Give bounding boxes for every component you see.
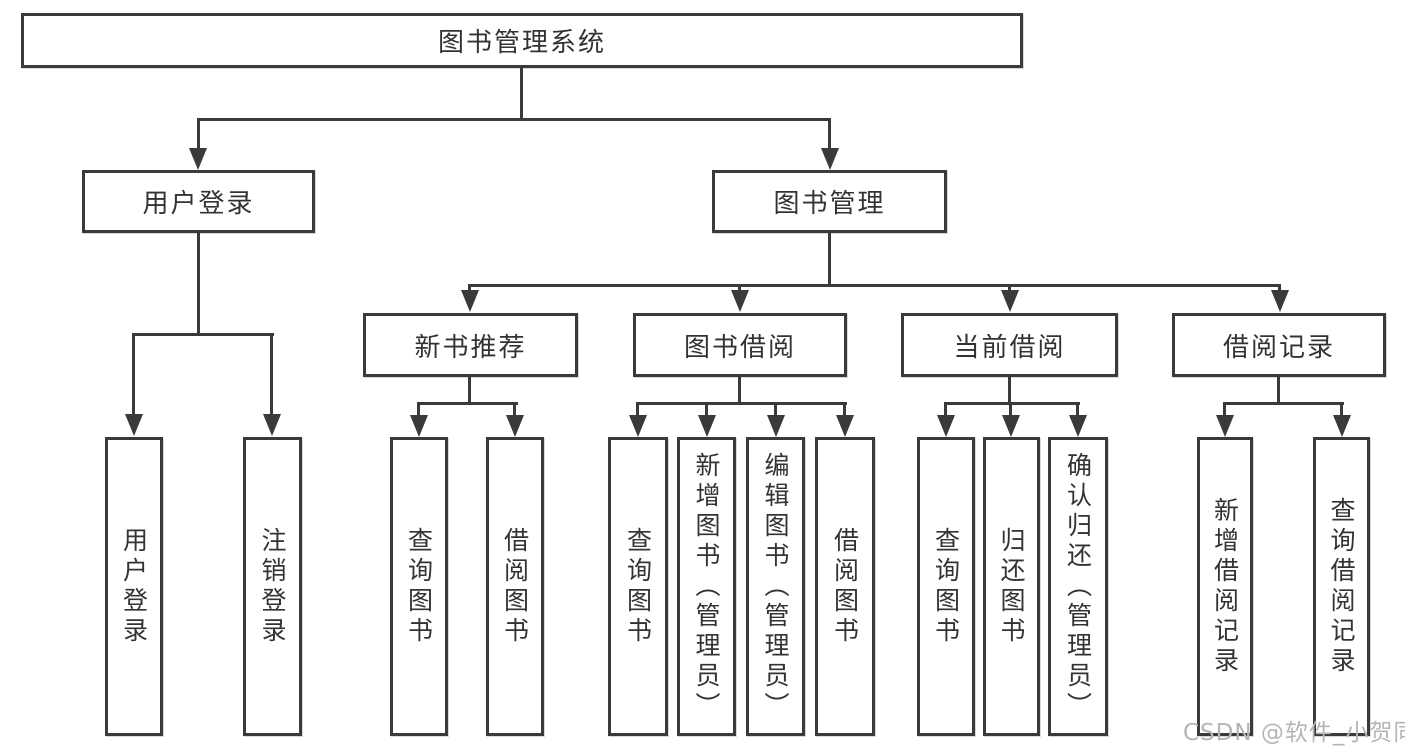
arrowhead-current-query: [937, 415, 955, 437]
connector-mgmt-drop-1: [468, 284, 471, 292]
arrowhead-current-confirm: [1069, 415, 1087, 437]
connector-root-bar: [197, 118, 831, 121]
arrowhead-user-login: [189, 148, 207, 170]
connector-records-bar: [1223, 402, 1344, 405]
leaf-label: 确认归还（管理员）: [1063, 451, 1093, 722]
connector-borrow-drop-3: [774, 402, 777, 418]
arrowhead-borrow-add: [698, 415, 716, 437]
node-leaf-user-login: 用户登录: [105, 437, 163, 736]
leaf-label: 查询图书: [623, 526, 653, 647]
arrowhead-borrow-edit: [767, 415, 785, 437]
arrowhead-current-return: [1002, 415, 1020, 437]
connector-mgmt-drop-2: [738, 284, 741, 292]
connector-records-stem: [1277, 377, 1280, 405]
node-library-management-system: 图书管理系统: [21, 13, 1023, 68]
connector-login-drop-2: [270, 333, 273, 415]
connector-rec-drop-1: [417, 402, 420, 418]
connector-root-left-drop: [197, 118, 200, 150]
node-leaf-rec-query-borrow-record: 查询借阅记录: [1313, 437, 1370, 736]
arrowhead-new-book: [461, 290, 479, 312]
arrowhead-logout: [263, 414, 281, 436]
arrowhead-book-borrow: [731, 290, 749, 312]
connector-records-drop-2: [1340, 402, 1343, 418]
node-leaf-logout: 注销登录: [243, 437, 302, 736]
leaf-label: 新增借阅记录: [1210, 496, 1240, 677]
connector-root-stem: [520, 68, 523, 120]
leaf-label: 新增图书（管理员）: [692, 451, 721, 722]
node-leaf-bb-borrow-books: 借阅图书: [815, 437, 875, 736]
connector-login-bar: [132, 333, 274, 336]
leaf-label: 借阅图书: [830, 526, 860, 647]
arrowhead-borrow-borrow: [836, 415, 854, 437]
connector-current-drop-1: [944, 402, 947, 418]
node-leaf-bb-add-books-admin: 新增图书（管理员）: [677, 437, 736, 736]
connector-login-stem: [197, 233, 200, 336]
csdn-watermark: CSDN @软件_小贺同学: [1183, 720, 1405, 746]
node-current-borrowing: 当前借阅: [901, 313, 1118, 377]
node-book-borrowing: 图书借阅: [633, 313, 847, 377]
node-leaf-rec-add-borrow-record: 新增借阅记录: [1197, 437, 1253, 736]
connector-mgmt-drop-4: [1278, 284, 1281, 292]
connector-borrow-bar: [636, 402, 847, 405]
node-leaf-cur-return-books: 归还图书: [983, 437, 1040, 736]
leaf-label: 编辑图书（管理员）: [761, 451, 790, 722]
node-book-management: 图书管理: [712, 170, 947, 233]
node-leaf-rec-query-books: 查询图书: [390, 437, 448, 736]
connector-current-drop-2: [1009, 402, 1012, 418]
connector-current-drop-3: [1076, 402, 1079, 418]
arrowhead-book-management: [821, 148, 839, 170]
node-new-book-recommend: 新书推荐: [363, 313, 578, 377]
leaf-label: 归还图书: [997, 526, 1026, 647]
arrowhead-borrow-query: [629, 415, 647, 437]
connector-borrow-stem: [738, 377, 741, 405]
arrowhead-current-borrow: [1001, 290, 1019, 312]
arrowhead-rec-query: [410, 415, 428, 437]
leaf-label: 注销登录: [258, 526, 287, 647]
node-borrowing-records: 借阅记录: [1172, 313, 1386, 377]
connector-mgmt-drop-3: [1008, 284, 1011, 292]
connector-borrow-drop-2: [705, 402, 708, 418]
arrowhead-borrow-records: [1271, 290, 1289, 312]
connector-mgmt-bar: [468, 284, 1281, 287]
connector-mgmt-stem: [828, 233, 831, 286]
connector-current-stem: [1008, 377, 1011, 405]
node-leaf-bb-edit-books-admin: 编辑图书（管理员）: [746, 437, 805, 736]
connector-records-drop-1: [1223, 402, 1226, 418]
connector-login-drop-1: [132, 333, 135, 415]
node-user-login: 用户登录: [82, 170, 315, 233]
leaf-label: 用户登录: [119, 526, 149, 647]
connector-root-right-drop: [828, 118, 831, 150]
leaf-label: 查询借阅记录: [1327, 496, 1356, 677]
leaf-label: 查询图书: [404, 526, 434, 647]
node-leaf-bb-query-books: 查询图书: [608, 437, 668, 736]
connector-current-bar: [944, 402, 1080, 405]
arrowhead-records-query: [1333, 415, 1351, 437]
node-leaf-cur-query-books: 查询图书: [917, 437, 975, 736]
leaf-label: 查询图书: [931, 526, 961, 647]
connector-rec-stem: [468, 377, 471, 405]
arrowhead-rec-borrow: [506, 415, 524, 437]
arrowhead-records-add: [1216, 415, 1234, 437]
arrowhead-login: [125, 414, 143, 436]
connector-borrow-drop-1: [636, 402, 639, 418]
node-leaf-rec-borrow-books: 借阅图书: [486, 437, 544, 736]
connector-rec-bar: [417, 402, 518, 405]
connector-borrow-drop-4: [843, 402, 846, 418]
node-leaf-cur-confirm-return-admin: 确认归还（管理员）: [1048, 437, 1108, 736]
leaf-label: 借阅图书: [500, 526, 530, 647]
connector-rec-drop-2: [513, 402, 516, 418]
